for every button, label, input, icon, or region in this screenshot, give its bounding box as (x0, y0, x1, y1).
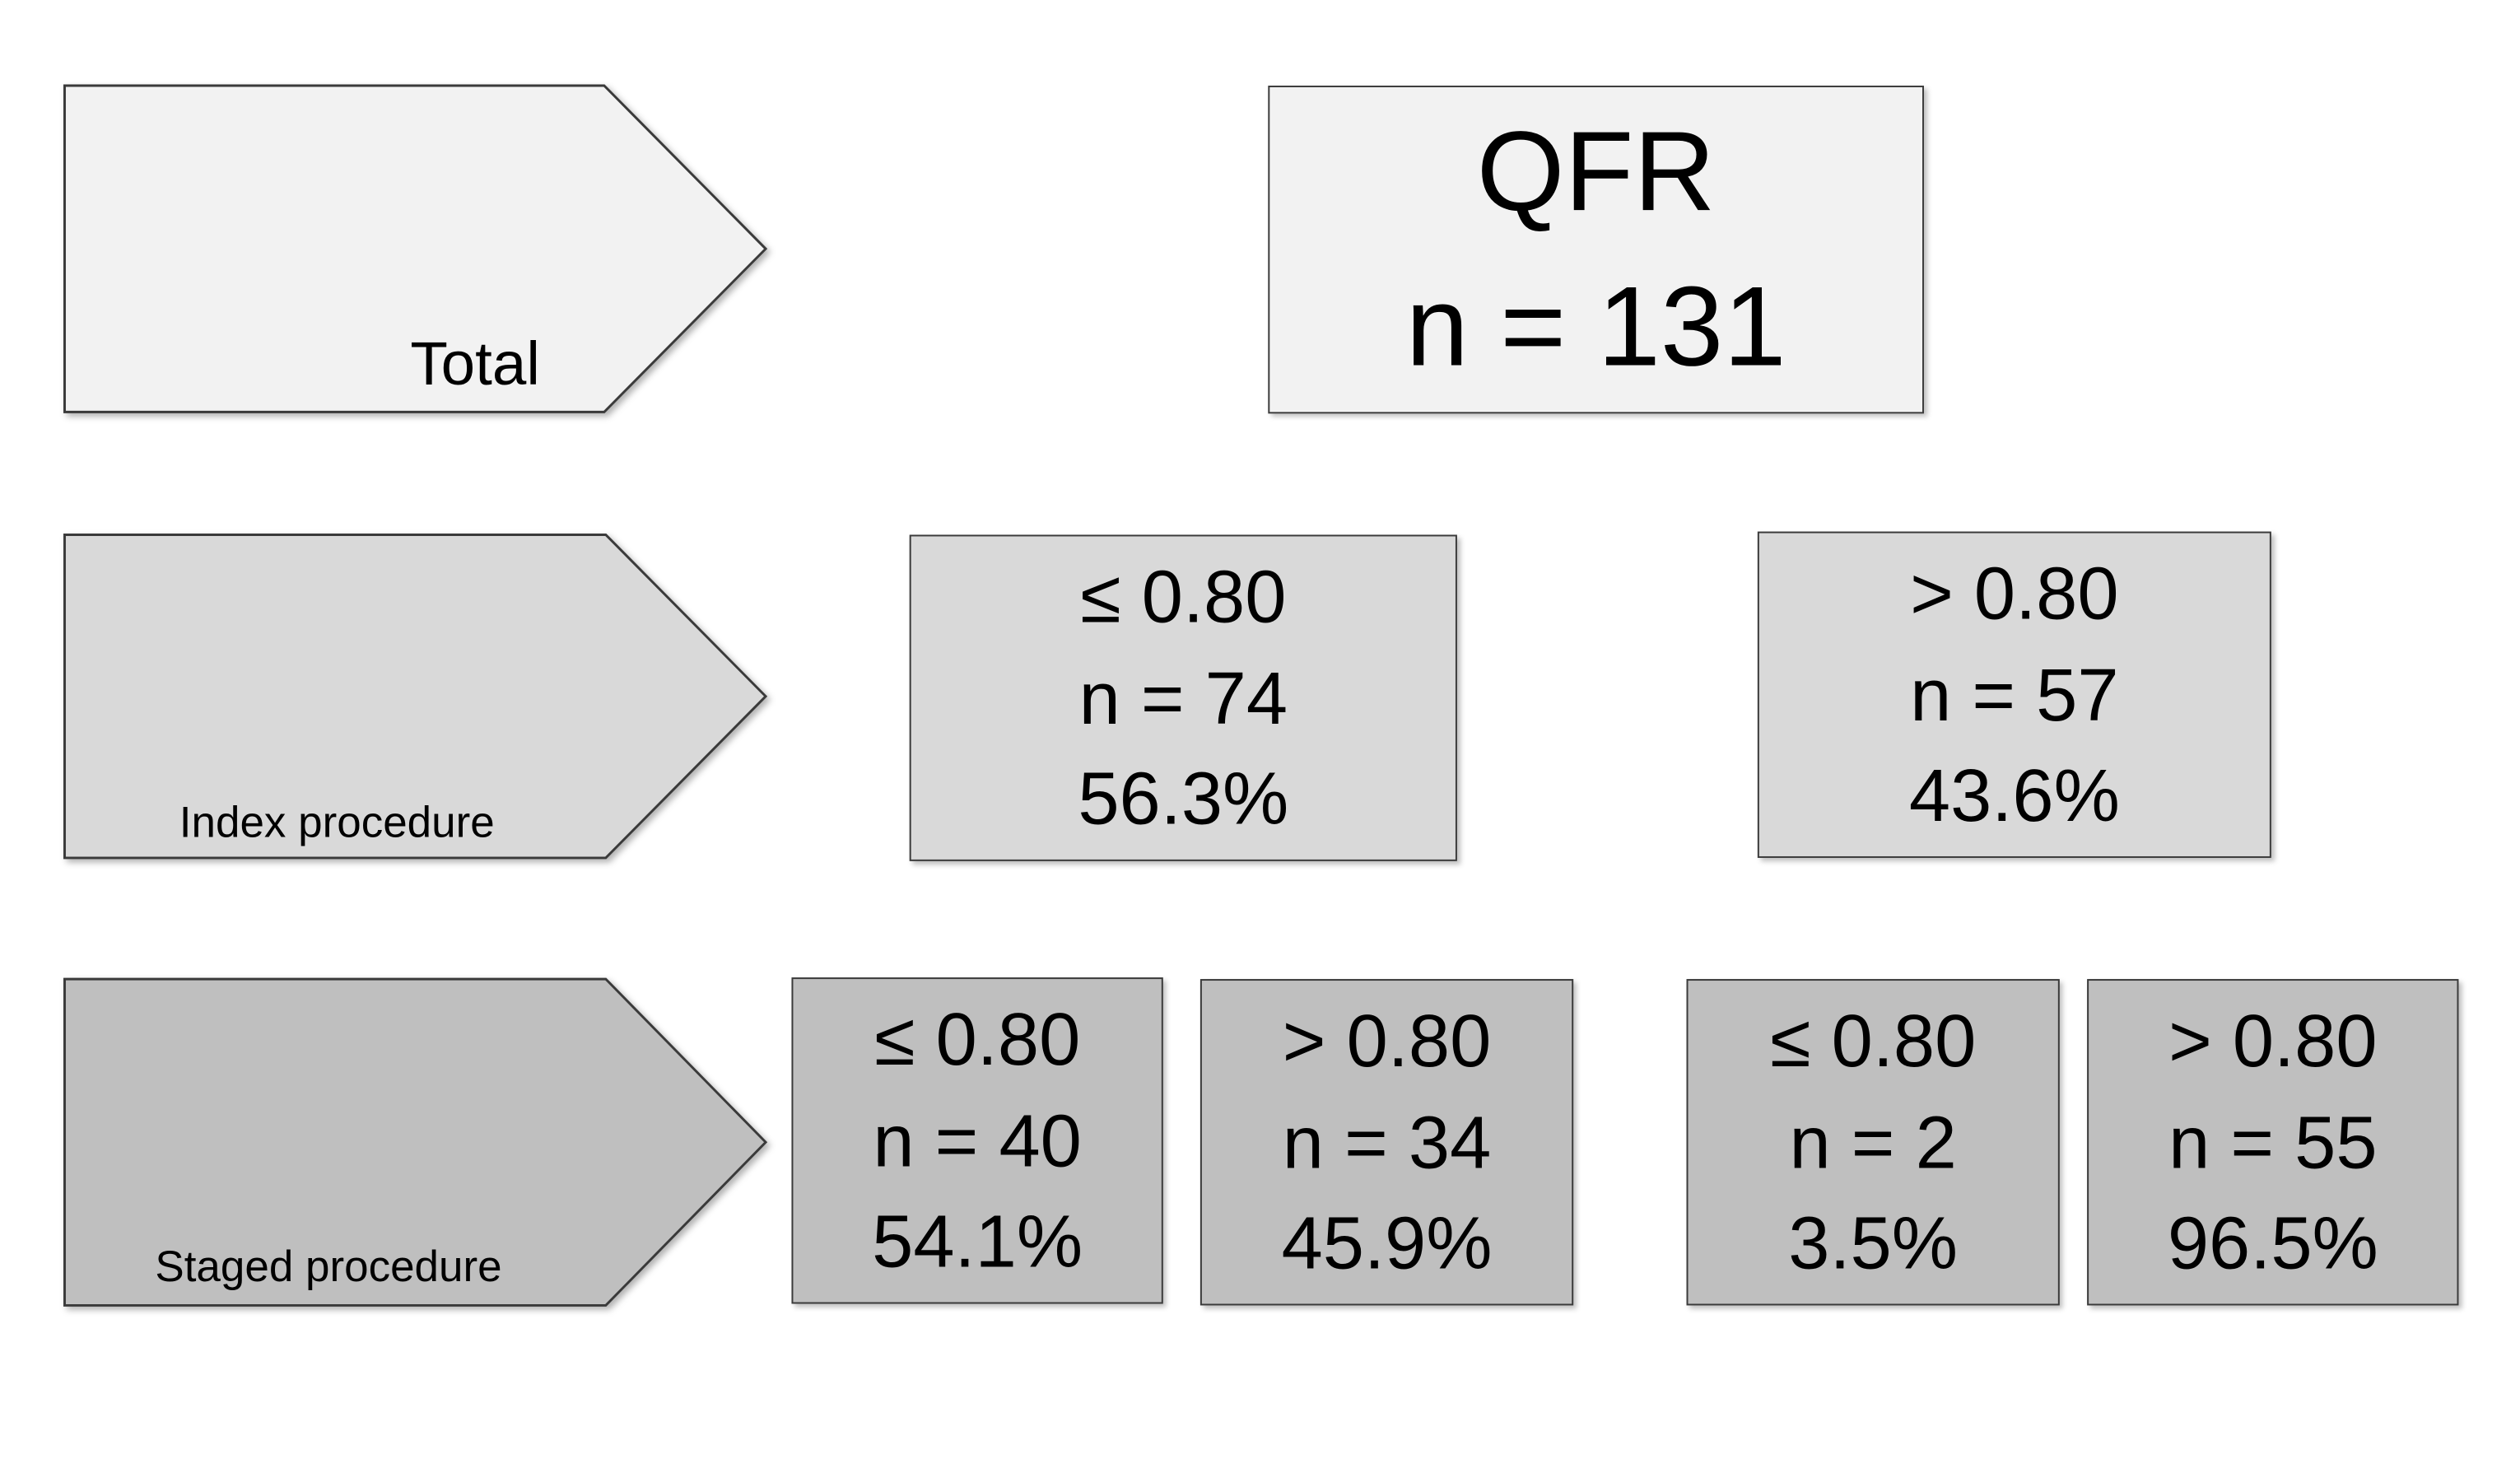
staged-node-2: > 0.80 n = 34 45.9% (1199, 979, 1574, 1306)
row-label-text: Index procedure (179, 798, 495, 847)
node-threshold: ≤ 0.80 (873, 997, 1081, 1082)
node-percent: 96.5% (2167, 1200, 2378, 1285)
node-percent: 45.9% (1281, 1200, 1493, 1285)
node-threshold: ≤ 0.80 (1080, 554, 1287, 639)
node-count: n = 40 (873, 1098, 1082, 1182)
node-percent: 54.1% (872, 1199, 1083, 1284)
node-percent: 43.6% (1908, 753, 2120, 837)
node-threshold: > 0.80 (2168, 998, 2378, 1084)
arrow-shape (63, 534, 768, 860)
node-threshold: > 0.80 (1282, 998, 1492, 1084)
node-percent: 56.3% (1078, 756, 1289, 841)
node-count: n = 2 (1789, 1099, 1957, 1184)
staged-node-3: ≤ 0.80 n = 2 3.5% (1686, 979, 2060, 1306)
node-count: n = 57 (1910, 652, 2119, 737)
row-label-index: Index procedure (63, 534, 775, 867)
node-count: n = 74 (1078, 655, 1288, 740)
index-node-gt-080: > 0.80 n = 57 43.6% (1757, 531, 2271, 858)
index-node-le-080: ≤ 0.80 n = 74 56.3% (909, 534, 1457, 861)
staged-node-4: > 0.80 n = 55 96.5% (2087, 979, 2459, 1306)
arrow-shape (63, 977, 768, 1307)
node-title: QFR (1476, 109, 1716, 235)
node-count: n = 131 (1405, 262, 1786, 389)
row-label-staged: Staged procedure (63, 977, 775, 1312)
staged-node-1: ≤ 0.80 n = 40 54.1% (791, 977, 1163, 1304)
node-count: n = 55 (2168, 1099, 2378, 1184)
node-count: n = 34 (1282, 1099, 1492, 1184)
row-label-total: Total (63, 84, 775, 418)
row-label-text: Staged procedure (155, 1242, 502, 1291)
node-threshold: ≤ 0.80 (1770, 998, 1977, 1084)
row-label-text: Total (410, 331, 540, 399)
node-threshold: > 0.80 (1910, 551, 2119, 636)
node-percent: 3.5% (1788, 1200, 1959, 1285)
arrow-shape (63, 84, 768, 413)
root-node-qfr: QFR n = 131 (1268, 85, 1924, 414)
